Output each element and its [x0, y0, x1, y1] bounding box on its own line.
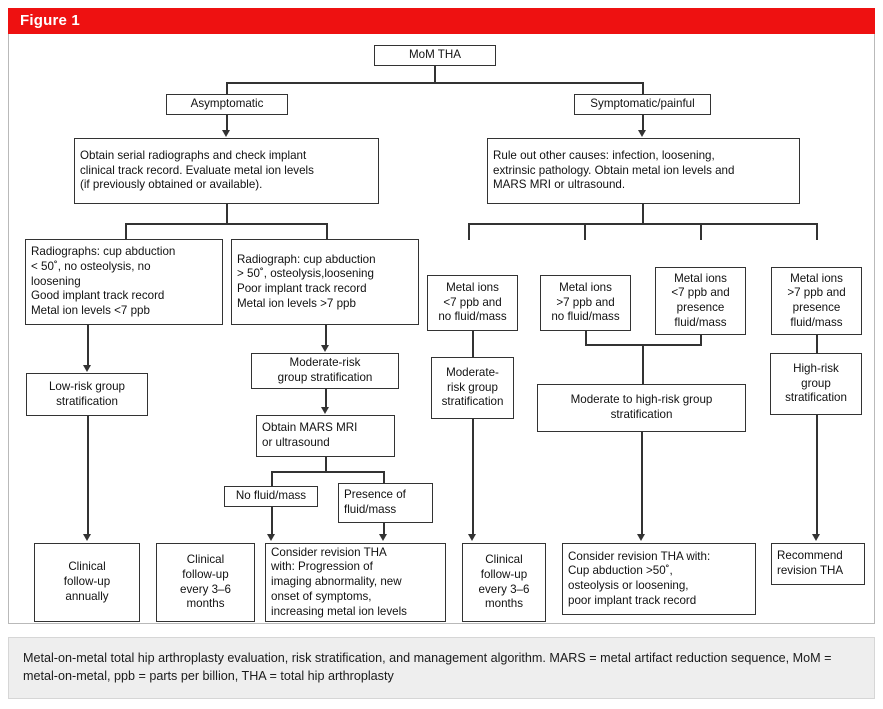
arrowhead-highrisk-revision [812, 534, 820, 541]
node-metal-ions-3: Metal ions <7 ppb and presence fluid/mas… [655, 267, 746, 335]
connector-symworkup-b2 [584, 223, 586, 240]
connector-symworkup-b4 [816, 223, 818, 240]
node-consider-revision-right: Consider revision THA with: Cup abductio… [562, 543, 756, 615]
node-metal-ions-1: Metal ions <7 ppb and no fluid/mass [427, 275, 518, 331]
node-metal-ions-4: Metal ions >7 ppb and presence fluid/mas… [771, 267, 862, 335]
node-low-risk-stratification: Low-risk group stratification [26, 373, 148, 416]
connector-root-down [434, 66, 436, 83]
flowchart-canvas: MoM THA Asymptomatic Symptomatic/painful… [8, 34, 875, 624]
arrowhead-modrisk-mars [321, 407, 329, 414]
connector-symworkup-b3 [700, 223, 702, 240]
connector-lowrisk-followup [87, 416, 89, 536]
node-moderate-risk-stratification: Moderate-risk group stratification [251, 353, 399, 389]
connector-asymworkup-split [125, 223, 327, 225]
connector-modhigh-revision [641, 432, 643, 536]
connector-modriskmid-followup [472, 419, 474, 536]
node-asymptomatic: Asymptomatic [166, 94, 288, 115]
node-followup-3-6-mid: Clinical follow-up every 3–6 months [462, 543, 546, 622]
connector-asym-workup [226, 115, 228, 132]
connector-asymworkup-left [125, 223, 127, 240]
arrowhead-nofluid-down [267, 534, 275, 541]
connector-symworkup-b1 [468, 223, 470, 240]
node-metal-ions-2: Metal ions >7 ppb and no fluid/mass [540, 275, 631, 331]
node-followup-annually: Clinical follow-up annually [34, 543, 140, 622]
node-followup-3-6-left: Clinical follow-up every 3–6 months [156, 543, 255, 622]
node-radiographs-high-risk: Radiograph: cup abduction > 50˚, osteoly… [231, 239, 419, 325]
connector-asymworkup-right [326, 223, 328, 240]
figure-caption-text: Metal-on-metal total hip arthroplasty ev… [23, 651, 832, 683]
node-symptomatic: Symptomatic/painful [574, 94, 711, 115]
node-mom-tha: MoM THA [374, 45, 496, 66]
connector-mi3-down [700, 335, 702, 345]
connector-mi1-modrisk [472, 331, 474, 357]
connector-modrisk-mars [325, 389, 327, 409]
node-obtain-mars-mri: Obtain MARS MRI or ultrasound [256, 415, 395, 457]
figure-header-bar: Figure 1 [8, 8, 875, 34]
figure-label: Figure 1 [20, 12, 80, 29]
connector-sym-workup [642, 115, 644, 132]
node-symptomatic-workup: Rule out other causes: infection, loosen… [487, 138, 800, 204]
connector-nofluid-down [271, 507, 273, 536]
node-consider-revision-left: Consider revision THA with: Progression … [265, 543, 446, 622]
connector-mars-left [271, 471, 273, 487]
arrowhead-asym-workup [222, 130, 230, 137]
arrowhead-radlow-lowrisk [83, 365, 91, 372]
connector-radlow-lowrisk [87, 325, 89, 367]
connector-highrisk-revision [816, 415, 818, 536]
connector-to-symptomatic [642, 82, 644, 94]
connector-root-split [226, 82, 643, 84]
connector-mars-split [271, 471, 384, 473]
connector-mi23-down [642, 344, 644, 384]
node-presence-fluid-mass: Presence of fluid/mass [338, 483, 433, 523]
connector-radhigh-modrisk [325, 325, 327, 347]
figure-caption: Metal-on-metal total hip arthroplasty ev… [8, 637, 875, 699]
node-asymptomatic-workup: Obtain serial radiographs and check impl… [74, 138, 379, 204]
connector-mars-down [325, 457, 327, 472]
node-moderate-risk-mid-stratification: Moderate- risk group stratification [431, 357, 514, 419]
connector-symworkup-split [468, 223, 817, 225]
connector-mars-right [383, 471, 385, 484]
node-recommend-revision: Recommend revision THA [771, 543, 865, 585]
arrowhead-modriskmid-followup [468, 534, 476, 541]
arrowhead-sym-workup [638, 130, 646, 137]
connector-mi4-highrisk [816, 335, 818, 353]
connector-mi2-down [585, 331, 587, 345]
node-high-risk-stratification: High-risk group stratification [770, 353, 862, 415]
arrowhead-presfluid-down [379, 534, 387, 541]
connector-to-asymptomatic [226, 82, 228, 94]
arrowhead-modhigh-revision [637, 534, 645, 541]
connector-symworkup-down [642, 204, 644, 224]
arrowhead-lowrisk-followup [83, 534, 91, 541]
node-no-fluid-mass: No fluid/mass [224, 486, 318, 507]
connector-presfluid-down [383, 523, 385, 536]
arrowhead-radhigh-modrisk [321, 345, 329, 352]
node-moderate-to-high-risk-stratification: Moderate to high-risk group stratificati… [537, 384, 746, 432]
node-radiographs-low-risk: Radiographs: cup abduction < 50˚, no ost… [25, 239, 223, 325]
connector-asymworkup-down [226, 204, 228, 224]
